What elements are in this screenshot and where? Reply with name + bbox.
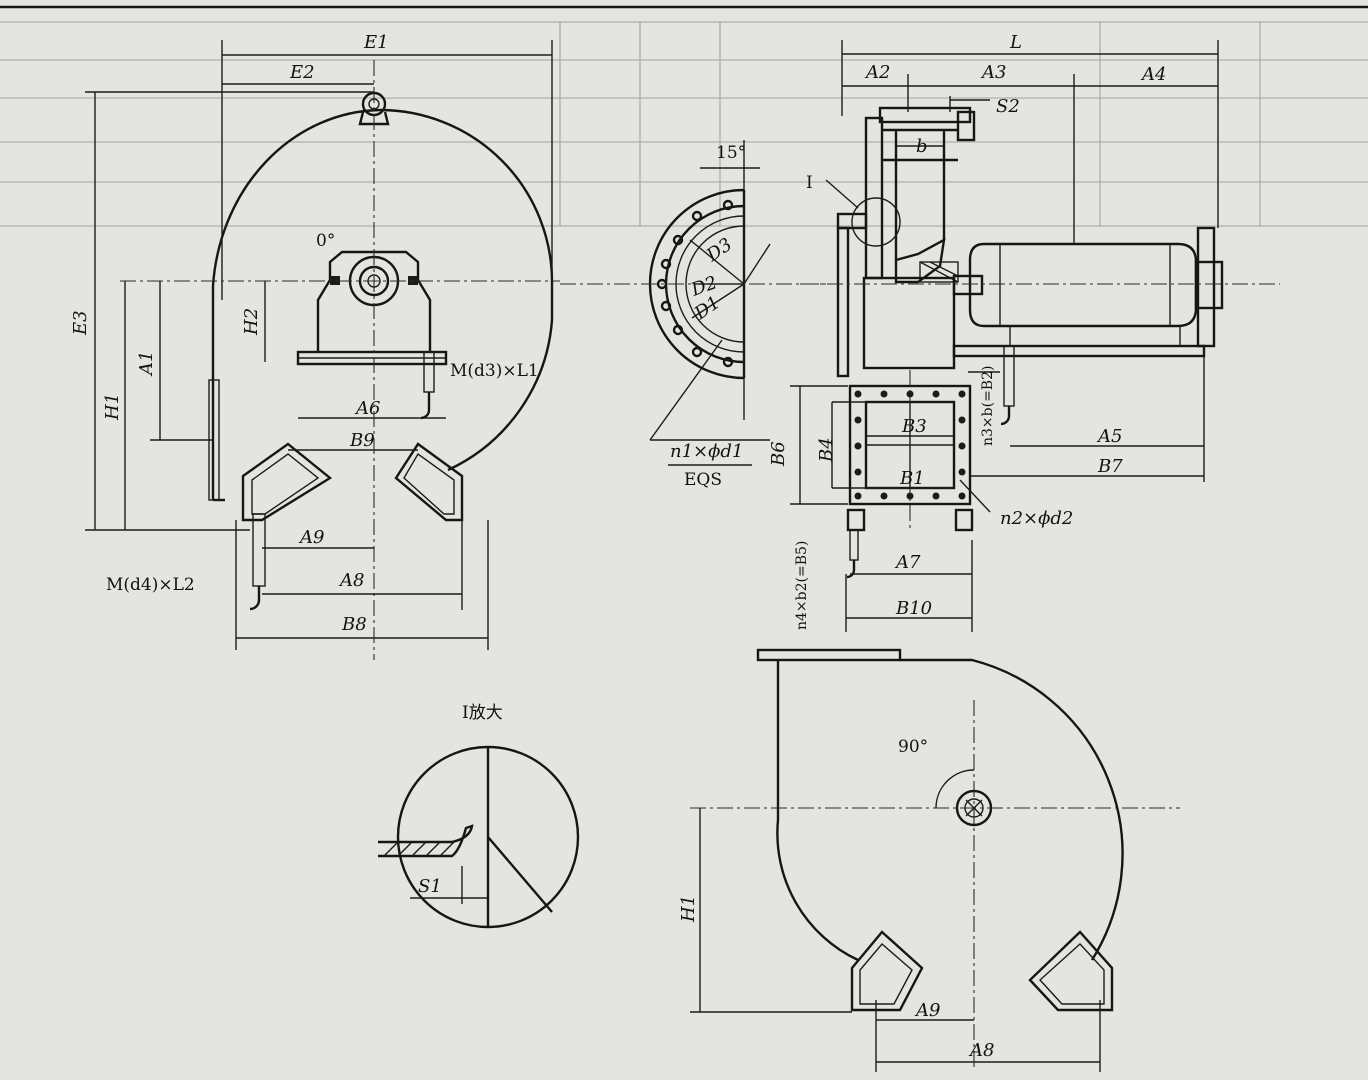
dim-A2: A2 [864, 62, 890, 83]
flange-view [560, 140, 830, 466]
detail-view: I放大 S1 [378, 703, 580, 929]
dim-n4-b2: n4×b2(=B5) [794, 541, 810, 630]
detail-ref-I: I [806, 173, 813, 193]
end-flange [1196, 226, 1216, 348]
dim-E1: E1 [363, 32, 389, 53]
anchor-bolt-upper [420, 392, 431, 420]
holes-n1: n1×ϕd1 [670, 441, 743, 462]
front-labels: E1 E2 E3 H1 A1 H2 A6 B9 A9 A8 B8 0° M(d3… [70, 32, 539, 635]
dim-A1: A1 [136, 351, 157, 377]
motor-body [968, 242, 1198, 328]
front-dimensions [85, 40, 553, 650]
angle-0: 0° [316, 231, 335, 251]
detail-title: I放大 [462, 703, 503, 723]
dim-A8-bottom: A8 [968, 1040, 994, 1061]
front-casing-outline [211, 108, 554, 500]
bottom-outlet-flange [756, 648, 902, 662]
side-impeller-blade [894, 237, 946, 284]
dim-B4: B4 [816, 437, 837, 463]
angle-90: 90° [898, 737, 928, 757]
dim-S2: S2 [996, 96, 1020, 117]
flange-labels: 15° D3 D2 D1 n1×ϕd1 EQS [670, 143, 746, 490]
dim-A5: A5 [1096, 426, 1122, 447]
base-frame [952, 344, 1206, 358]
angle-15: 15° [716, 143, 746, 163]
bottom-left-foot [850, 930, 924, 1012]
dim-A3: A3 [980, 62, 1006, 83]
dim-H2: H2 [241, 308, 262, 336]
inlet-box-bolts [854, 390, 966, 500]
dim-B7: B7 [1097, 456, 1123, 477]
dim-B1: B1 [899, 468, 925, 489]
dim-A6: A6 [354, 398, 380, 419]
anchor-bolt-lower [249, 586, 261, 611]
dim-L: L [1009, 32, 1022, 53]
bolt-label-upper: M(d3)×L1 [450, 361, 539, 381]
bottom-view: 90° H1 A9 A8 [678, 648, 1180, 1072]
dim-B6: B6 [768, 441, 789, 467]
dim-b: b [916, 136, 928, 157]
front-right-foot [394, 442, 464, 522]
dim-A7: A7 [894, 552, 921, 573]
bottom-casing-outline [776, 658, 1124, 962]
dim-n3-b: n3×b(=B2) [980, 366, 996, 446]
side-view [800, 106, 1280, 579]
dim-H1-front: H1 [102, 393, 123, 421]
flange-holes [656, 199, 734, 368]
side-labels: L A2 A3 A4 S2 b A5 B7 B6 B4 B3 B1 A7 B10… [768, 32, 1166, 630]
dim-A9-bottom: A9 [914, 1000, 940, 1021]
dim-E3: E3 [70, 310, 91, 336]
detail-callout-circle [851, 197, 901, 247]
dim-B10: B10 [895, 598, 932, 619]
dim-A8-front: A8 [338, 570, 364, 591]
background-table [0, 21, 1368, 227]
dim-B8: B8 [341, 614, 367, 635]
dim-B3: B3 [901, 416, 927, 437]
side-pedestal [862, 276, 956, 370]
side-dimensions [790, 40, 1219, 632]
bolt-label-lower: M(d4)×L2 [106, 575, 195, 595]
dim-E2: E2 [289, 62, 315, 83]
dim-S1: S1 [418, 876, 442, 897]
front-view [120, 60, 560, 660]
dim-H1-bottom: H1 [678, 895, 699, 923]
dim-A9-front: A9 [298, 527, 324, 548]
holes-n2: n2×ϕd2 [1000, 508, 1073, 529]
dim-B9: B9 [349, 430, 375, 451]
tag-EQS: EQS [684, 470, 722, 490]
bottom-right-foot [1028, 930, 1114, 1012]
dim-A4: A4 [1140, 64, 1166, 85]
front-left-foot [241, 442, 333, 522]
